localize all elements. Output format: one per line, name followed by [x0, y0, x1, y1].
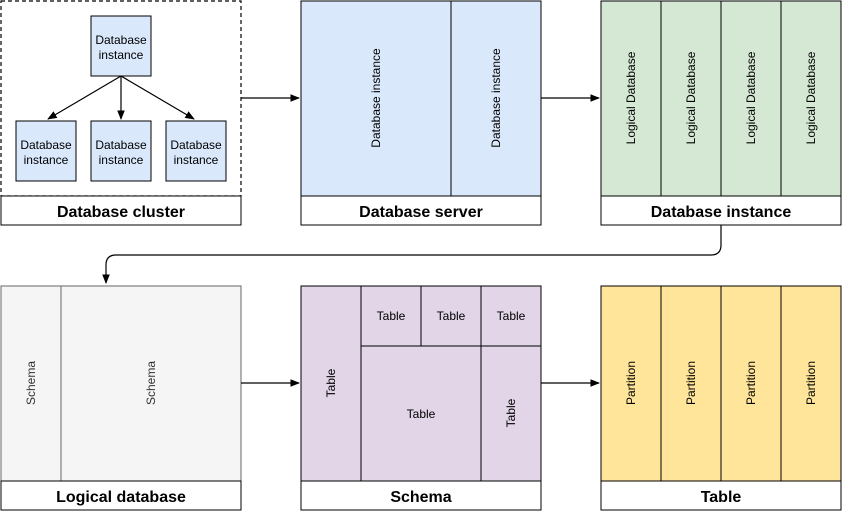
- instance-slot-label: Logical Database: [804, 51, 818, 144]
- table-caption: Table: [701, 489, 742, 506]
- schema-table-label: Table: [504, 398, 518, 427]
- schema-table-label: Table: [407, 407, 436, 421]
- cluster-caption-box: [0, 195, 242, 226]
- arrow-instance-to-logical-db: [102, 225, 722, 284]
- instance-caption-box: [600, 195, 842, 226]
- table-group: Partition Partition Partition Partition …: [600, 285, 842, 511]
- instance-slot-label: Logical Database: [684, 51, 698, 144]
- schema-table-label: Table: [324, 368, 338, 397]
- logical-db-caption: Logical database: [56, 489, 186, 506]
- schema-caption: Schema: [390, 489, 451, 506]
- cluster-caption: Database cluster: [57, 204, 185, 221]
- cluster-top-node[interactable]: [90, 15, 152, 77]
- server-caption-box: [300, 195, 542, 226]
- cluster-child-node[interactable]: [15, 120, 77, 182]
- table-partition-label: Partition: [684, 361, 698, 405]
- table-caption-box: [600, 480, 842, 511]
- schema-table[interactable]: [360, 285, 422, 347]
- schema-table-label: Table: [377, 309, 406, 323]
- schema-table[interactable]: [300, 285, 362, 482]
- server-caption: Database server: [359, 204, 483, 221]
- cluster-child-node[interactable]: [90, 120, 152, 182]
- server-slot[interactable]: [300, 0, 452, 197]
- database-server-group: Database instance Database instance Data…: [300, 0, 542, 226]
- cluster-child-node[interactable]: [165, 120, 227, 182]
- logical-db-slot-label: Schema: [24, 361, 38, 405]
- table-partition-label: Partition: [804, 361, 818, 405]
- table-partition-label: Partition: [744, 361, 758, 405]
- instance-slot[interactable]: [780, 0, 842, 197]
- logical-db-slot[interactable]: [60, 285, 242, 482]
- logical-database-group: Schema Schema Logical database: [0, 285, 242, 511]
- schema-table[interactable]: [360, 345, 482, 482]
- schema-table-label: Table: [437, 309, 466, 323]
- table-partition[interactable]: [780, 285, 842, 482]
- table-partition[interactable]: [600, 285, 662, 482]
- logical-db-slot[interactable]: [0, 285, 62, 482]
- schema-table-label: Table: [497, 309, 526, 323]
- server-slot[interactable]: [450, 0, 542, 197]
- table-partition[interactable]: [660, 285, 722, 482]
- instance-slot-label: Logical Database: [744, 51, 758, 144]
- instance-slot[interactable]: [720, 0, 782, 197]
- cluster-edge-left: [47, 75, 122, 120]
- table-partition-label: Partition: [624, 361, 638, 405]
- logical-db-caption-box: [0, 480, 242, 511]
- instance-caption: Database instance: [651, 204, 792, 221]
- instance-slot-label: Logical Database: [624, 51, 638, 144]
- instance-slot[interactable]: [600, 0, 662, 197]
- schema-table[interactable]: [420, 285, 482, 347]
- logical-db-slot-label: Schema: [144, 361, 158, 405]
- server-slot-label: Database instance: [369, 48, 383, 148]
- schema-group: Table Table Table Table Table Table Sche…: [300, 285, 542, 511]
- schema-table[interactable]: [480, 285, 542, 347]
- database-instance-group: Logical Database Logical Database Logica…: [600, 0, 842, 226]
- table-partition[interactable]: [720, 285, 782, 482]
- server-slot-label: Database instance: [489, 48, 503, 148]
- cluster-edge-right: [120, 75, 195, 120]
- schema-caption-box: [300, 480, 542, 511]
